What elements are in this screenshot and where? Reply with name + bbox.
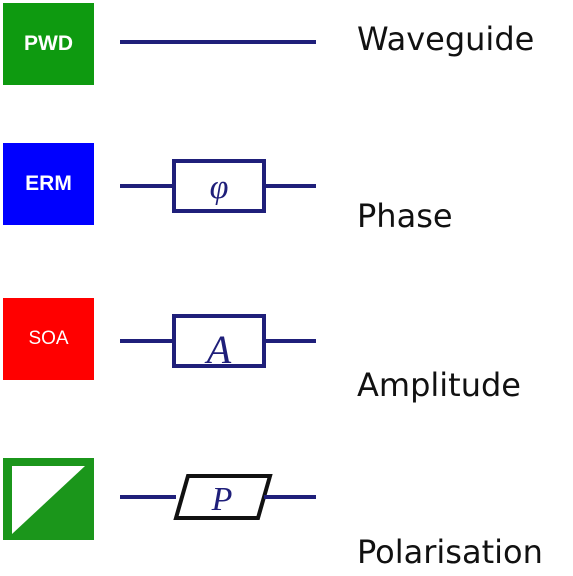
polarisation-controller-icon: P — [120, 474, 316, 520]
pwd-badge: PWD — [3, 3, 94, 85]
phase-modulator-icon: φ — [120, 159, 316, 213]
phase-symbol: φ — [210, 169, 229, 206]
erm-badge: ERM — [3, 143, 94, 225]
polarisation-label: Polarisation — [357, 533, 543, 571]
pwd-badge-text: PWD — [24, 32, 73, 55]
waveguide-line-icon — [120, 40, 316, 44]
erm-badge-text: ERM — [25, 172, 72, 195]
amplitude-symbol: A — [204, 327, 232, 371]
polarisation-symbol: P — [211, 481, 233, 518]
soa-badge: SOA — [3, 298, 94, 380]
phase-label: Phase — [357, 197, 453, 235]
polarisation-badge — [3, 458, 94, 540]
amplitude-modulator-icon: A — [120, 314, 316, 371]
waveguide-label: Waveguide — [357, 20, 535, 58]
soa-badge-text: SOA — [28, 328, 69, 349]
diagonal-split-icon — [3, 458, 94, 540]
amplitude-label: Amplitude — [357, 366, 521, 404]
